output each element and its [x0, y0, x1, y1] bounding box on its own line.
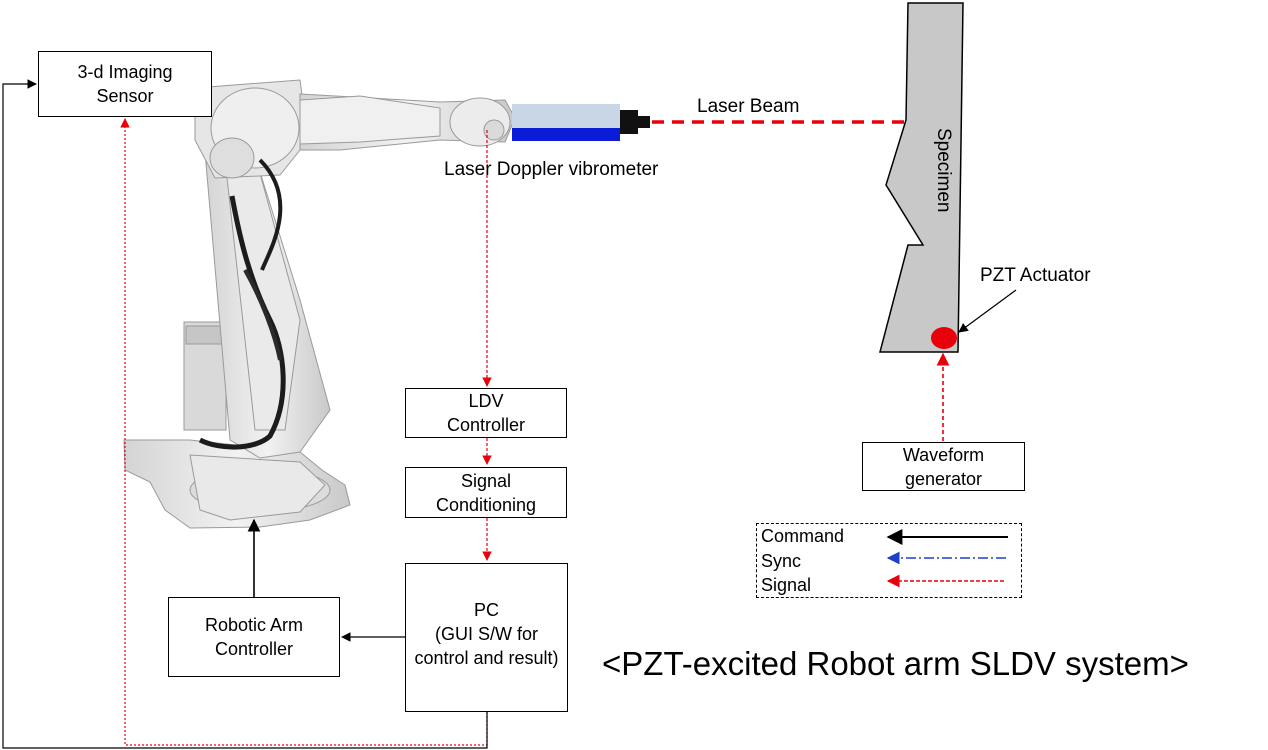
ldv-controller-box: LDV Controller — [405, 388, 567, 438]
legend-command-label: Command — [761, 526, 845, 546]
pc-box: PC (GUI S/W for control and result) — [405, 563, 568, 712]
pc-line3: control and result) — [414, 648, 559, 668]
robot-controller-line1: Robotic Arm — [204, 615, 304, 635]
specimen-label: Specimen — [933, 128, 954, 213]
ldv-tip — [638, 116, 650, 128]
imaging-sensor-line2: Sensor — [96, 86, 154, 106]
ldv-head-illustration — [512, 104, 650, 141]
pzt-actuator-label: PZT Actuator — [980, 265, 1091, 286]
pc-line2: (GUI S/W for — [435, 624, 538, 644]
ldv-body-light — [512, 104, 620, 128]
ldv-controller-line1: LDV — [468, 391, 504, 411]
legend-signal-label: Signal — [761, 575, 812, 595]
pc-line1: PC — [473, 600, 499, 620]
legend-box: Command Sync Signal — [756, 523, 1022, 598]
robotic-arm-controller-box: Robotic Arm Controller — [168, 597, 340, 677]
imaging-sensor-line1: 3-d Imaging — [77, 62, 173, 82]
robot-arm-illustration — [123, 79, 516, 529]
laser-beam-label: Laser Beam — [697, 96, 800, 117]
pzt-pointer-line — [958, 289, 1017, 333]
ldv-controller-line2: Controller — [446, 415, 526, 435]
imaging-sensor-box: 3-d Imaging Sensor — [38, 51, 212, 117]
pzt-actuator-dot — [931, 327, 957, 349]
signal-conditioning-line2: Conditioning — [435, 494, 537, 515]
waveform-generator-box: Waveform generator — [862, 442, 1025, 491]
waveform-generator-line2: generator — [904, 468, 983, 489]
signal-conditioning-line1: Signal — [460, 470, 512, 491]
legend-sync-label: Sync — [761, 551, 802, 571]
robot-controller-line2: Controller — [214, 639, 294, 659]
signal-conditioning-box: Signal Conditioning — [405, 467, 567, 518]
diagram-title: <PZT-excited Robot arm SLDV system> — [602, 645, 1189, 682]
ldv-body-blue — [512, 128, 620, 141]
waveform-generator-line1: Waveform — [902, 444, 985, 465]
ldv-label: Laser Doppler vibrometer — [444, 159, 659, 180]
command-loop-to-sensor — [2, 79, 488, 749]
ldv-lens — [620, 110, 638, 134]
specimen-shape — [879, 2, 964, 353]
